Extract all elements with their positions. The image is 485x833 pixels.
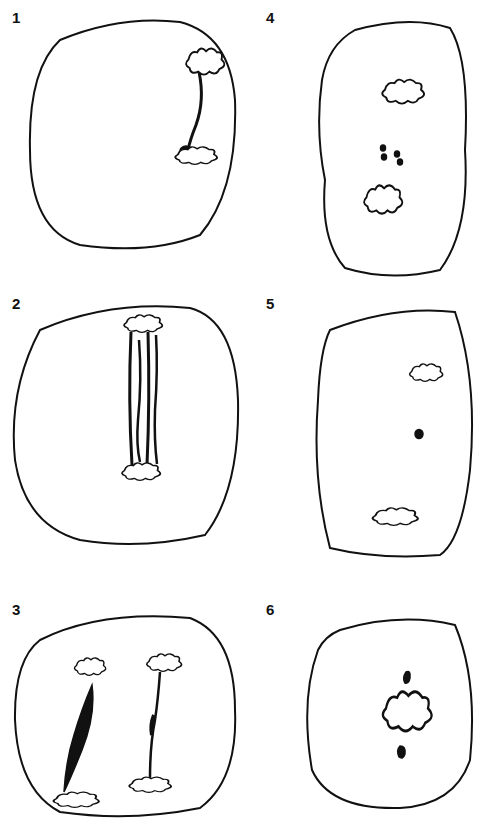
chromosome-mass (122, 463, 160, 480)
cell-outline (319, 22, 466, 276)
chromatin-fragment (382, 154, 387, 160)
callout-number: 2 (12, 296, 20, 311)
chromosome-strand (130, 332, 132, 465)
chromatin-fragment (381, 145, 386, 151)
chromosome-mass (129, 777, 171, 792)
chromosome-mass (54, 792, 99, 807)
callout-number: 1 (12, 10, 20, 25)
chromosome-mass (383, 692, 432, 731)
cell-outline (14, 306, 238, 544)
callout-number: 4 (266, 10, 274, 25)
chromosome-mass (124, 315, 162, 332)
chromosome-strands (64, 72, 423, 792)
chromosome-mass (410, 364, 443, 381)
chromosome-masses (54, 48, 443, 807)
chromosome-mass (364, 185, 402, 213)
callout-number: 3 (12, 602, 20, 617)
chromosome-mass (373, 508, 418, 525)
chromatin-fragment (395, 151, 400, 157)
chromosome-strand (155, 335, 157, 464)
cell-outline (317, 310, 473, 556)
chromosome-mass (175, 147, 217, 164)
chromosome-mass (382, 80, 424, 104)
cell-outline (30, 20, 235, 248)
cell-outline (307, 620, 472, 809)
cell-outline (15, 616, 235, 816)
micronucleus (415, 430, 423, 439)
callout-number: 6 (266, 602, 274, 617)
chromatin-bridge (188, 72, 201, 150)
chromosome-mass (74, 658, 105, 675)
chromosome-strand (137, 340, 140, 462)
cell-outlines (14, 20, 472, 816)
chromosome-strand (147, 332, 149, 465)
callout-number: 5 (266, 296, 274, 311)
chromosome-mass (147, 654, 182, 671)
chromosome-strand (151, 715, 154, 735)
chromatin-fragment (398, 746, 405, 758)
chromosome-strand (150, 672, 160, 778)
chromatin-fragment (398, 159, 403, 165)
chromatin-fragment (404, 672, 410, 684)
chromosome-strand (64, 685, 93, 792)
chromosome-mass (186, 48, 224, 74)
